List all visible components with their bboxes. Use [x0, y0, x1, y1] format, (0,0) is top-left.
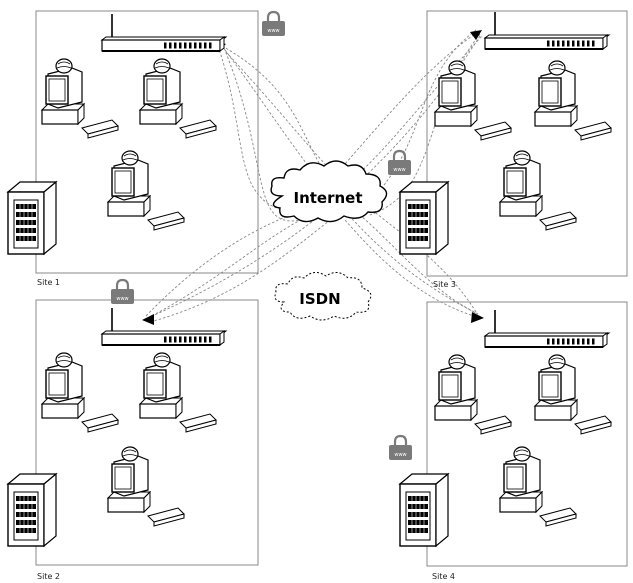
computer-icon: [534, 60, 612, 141]
lock-badge-3: www: [109, 278, 136, 306]
computer-icon: [434, 60, 512, 141]
computer-icon: [534, 354, 612, 435]
router-icon: [484, 11, 610, 50]
server-rack-icon: [399, 473, 449, 547]
router-icon: [484, 309, 610, 348]
computer-icon: [434, 354, 512, 435]
isdn-cloud-icon: [274, 272, 372, 321]
lock-badge-text: www: [267, 28, 279, 34]
lock-badge-4: www: [387, 434, 414, 462]
site-4-box: [426, 301, 628, 567]
router-icon: [101, 13, 227, 52]
site-3-label: Site 3: [433, 280, 456, 289]
computer-icon: [499, 150, 577, 231]
site-3-box: [426, 10, 628, 277]
router-icon: [101, 307, 227, 346]
computer-icon: [41, 58, 119, 139]
site-3: [399, 11, 612, 255]
lock-badge-text: www: [394, 452, 406, 458]
lock-badge-text: www: [116, 296, 128, 302]
internet-label: Internet: [293, 189, 362, 207]
computer-icon: [41, 352, 119, 433]
server-rack-icon: [399, 181, 449, 255]
server-rack-icon: [7, 473, 57, 547]
site-2: [7, 307, 227, 547]
site-4-label: Site 4: [432, 572, 455, 581]
site-2-box: [35, 299, 259, 566]
lock-badge-text: www: [393, 167, 405, 173]
site-1: [7, 13, 227, 255]
computer-icon: [499, 446, 577, 527]
computer-icon: [107, 150, 185, 231]
internet-cloud-icon: [270, 160, 388, 223]
site-1-label: Site 1: [37, 278, 60, 287]
lock-badge-2: www: [386, 149, 413, 177]
computer-icon: [139, 58, 217, 139]
site-1-box: [35, 10, 259, 274]
computer-icon: [107, 446, 185, 527]
computer-icon: [139, 352, 217, 433]
isdn-label: ISDN: [299, 290, 340, 308]
server-rack-icon: [7, 181, 57, 255]
lock-badge-1: www: [260, 10, 287, 38]
site-2-label: Site 2: [37, 572, 60, 581]
site-4: [399, 309, 612, 547]
